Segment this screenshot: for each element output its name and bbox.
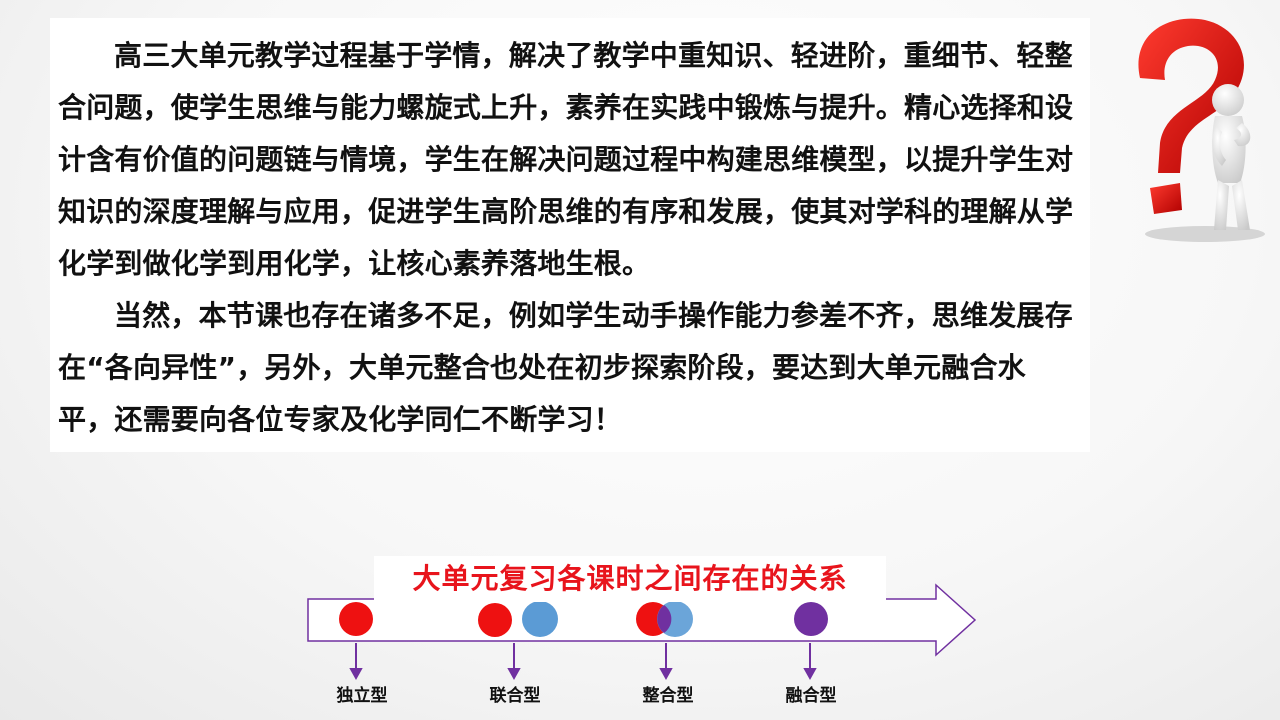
- type-label-fusion: 融合型: [785, 686, 837, 706]
- paragraph-shortcomings: 当然，本节课也存在诸多不足，例如学生动手操作能力参差不齐，思维发展存在“各向异性…: [58, 299, 1073, 436]
- integrated-overlap: [657, 605, 672, 633]
- type-label-independent: 独立型: [336, 686, 388, 706]
- relationship-diagram: 独立型 联合型 整合型 融合型: [300, 575, 990, 715]
- fusion-circle: [794, 602, 828, 636]
- type-label-integrated: 整合型: [642, 686, 694, 706]
- independent-circle: [339, 602, 373, 636]
- text-panel: 高三大单元教学过程基于学情，解决了教学中重知识、轻进阶，重细节、轻整合问题，使学…: [50, 18, 1090, 452]
- diagram-title: 大单元复习各课时之间存在的关系: [374, 556, 886, 602]
- joint-circle-red: [478, 603, 512, 637]
- joint-circle-blue: [522, 601, 558, 637]
- type-label-joint: 联合型: [489, 686, 541, 706]
- paragraph-summary: 高三大单元教学过程基于学情，解决了教学中重知识、轻进阶，重细节、轻整合问题，使学…: [58, 39, 1074, 280]
- question-mark-figure-icon: [1110, 8, 1270, 248]
